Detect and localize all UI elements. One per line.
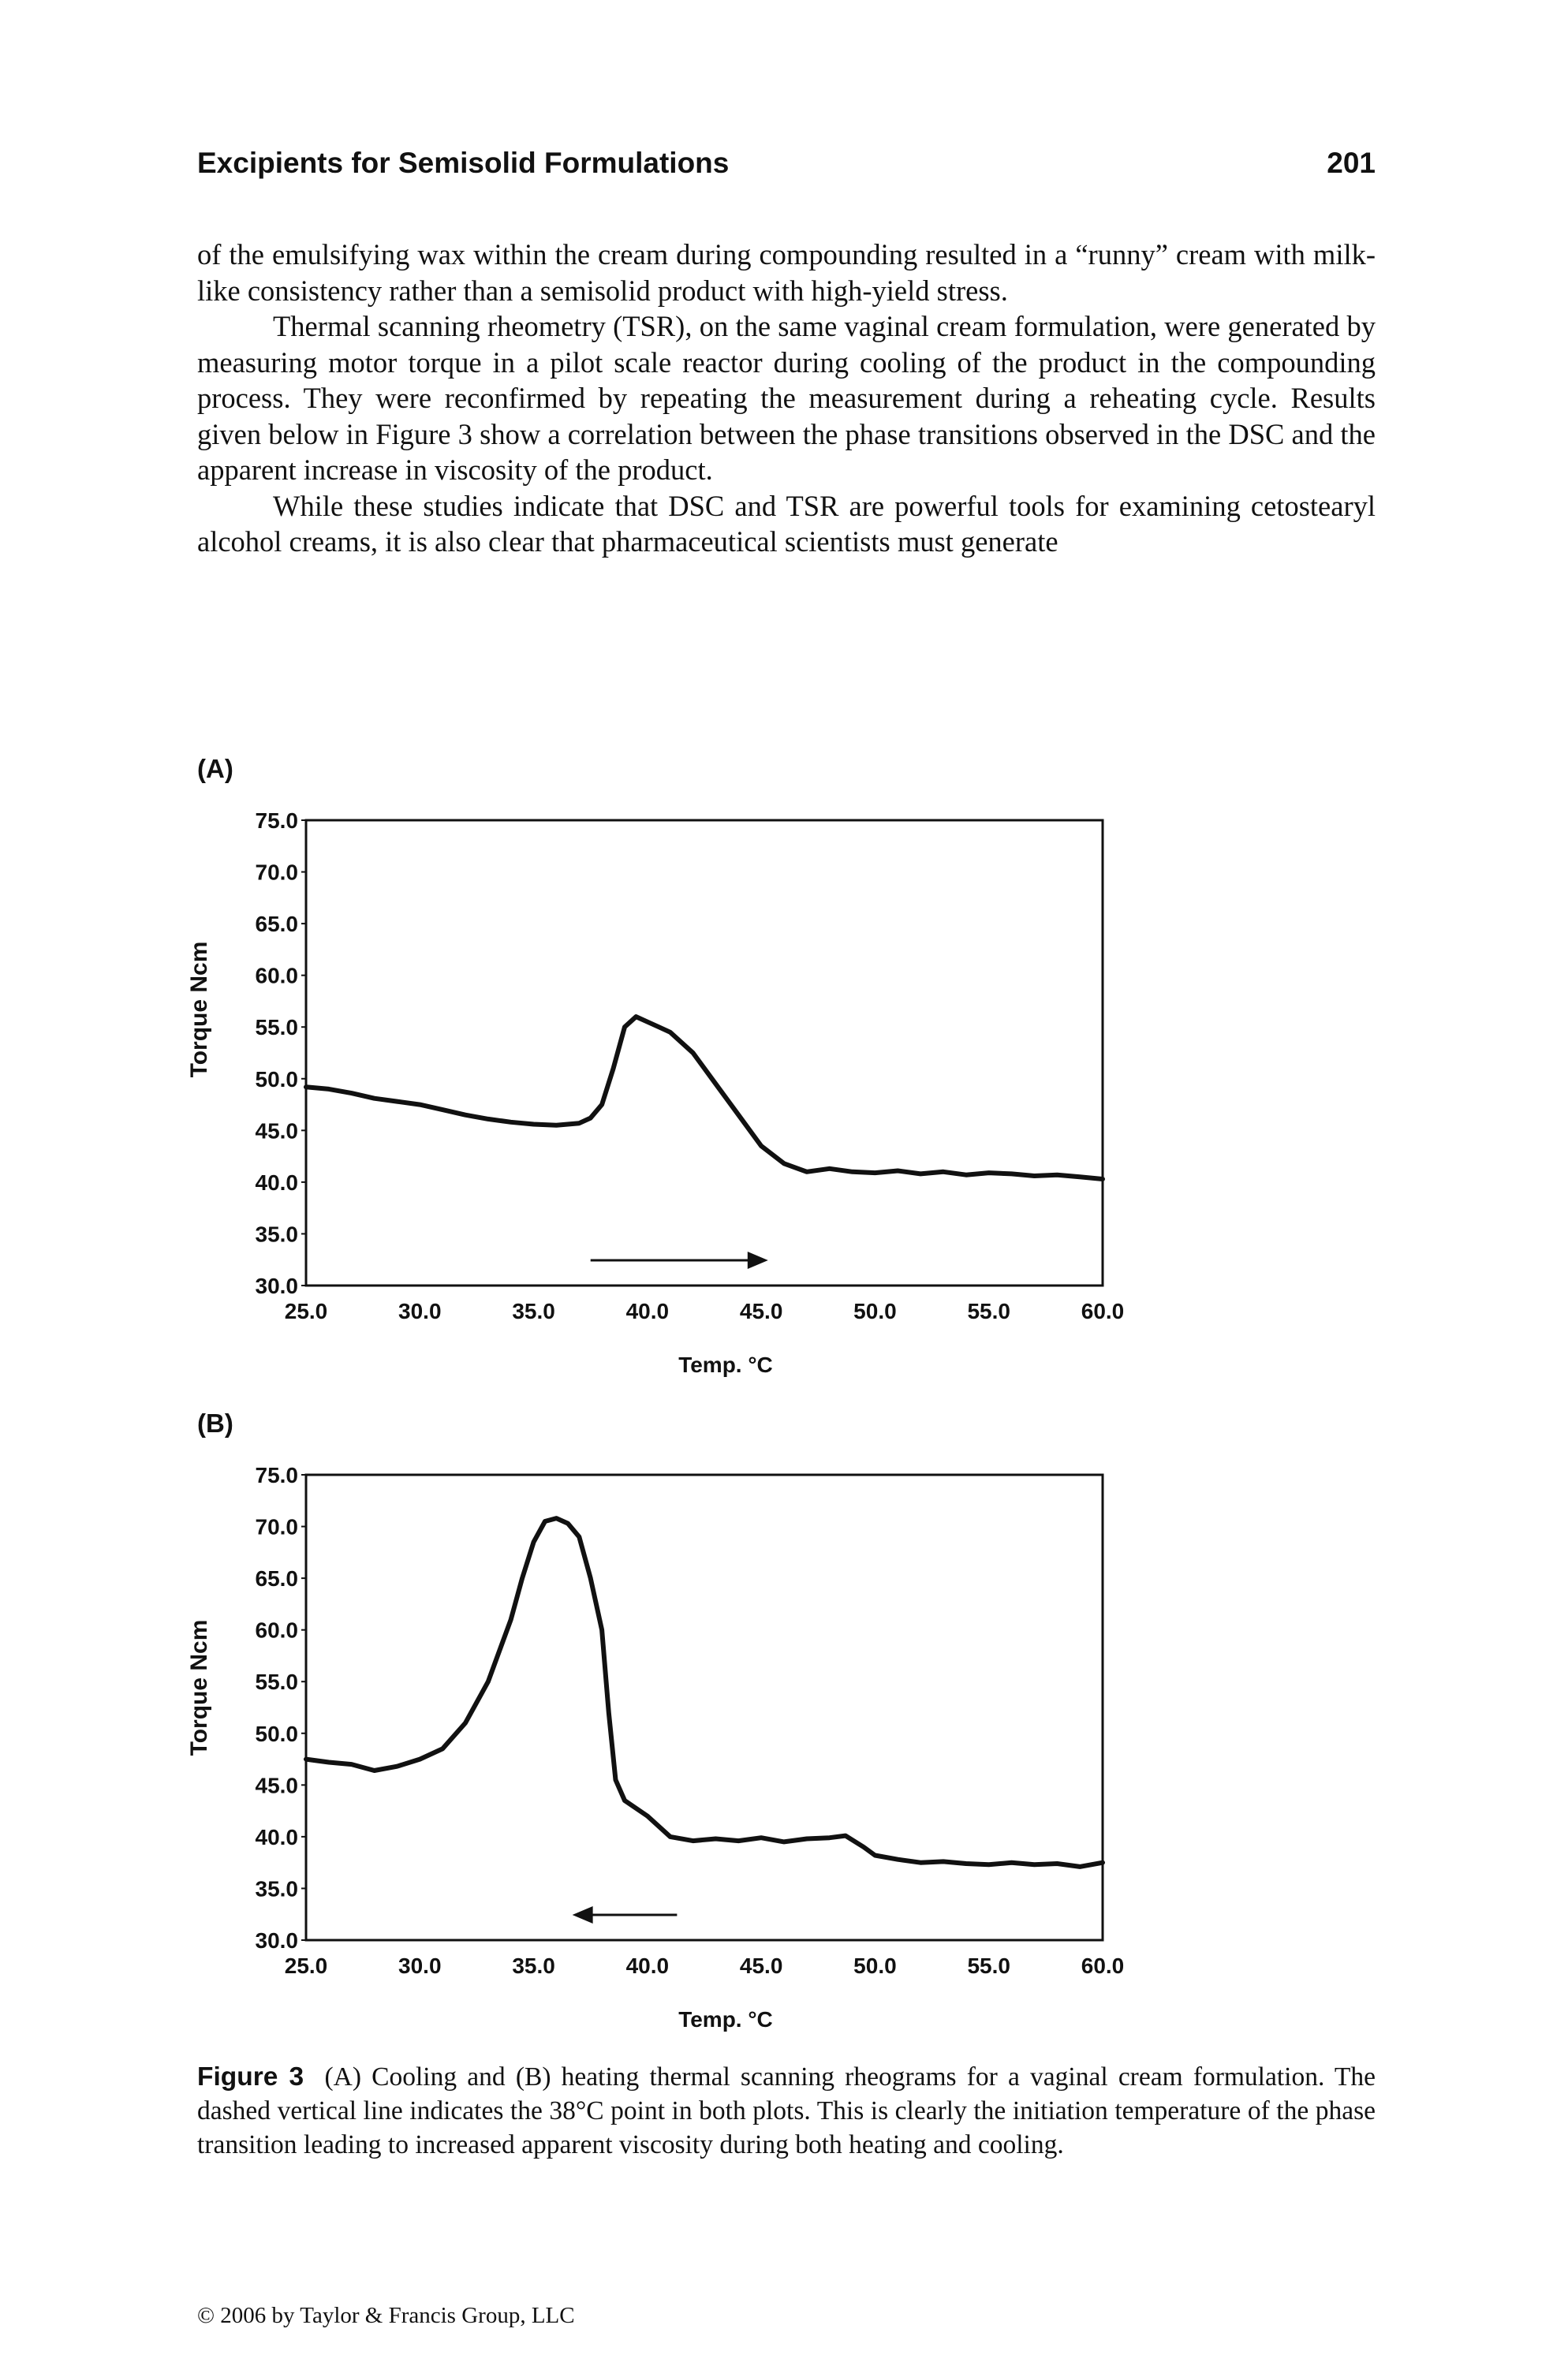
y-tick-label: 45.0 <box>256 1773 299 1797</box>
y-tick-label: 40.0 <box>256 1825 299 1849</box>
running-title: Excipients for Semisolid Formulations <box>197 147 730 179</box>
x-tick-label: 60.0 <box>1081 1954 1125 1978</box>
x-tick-label: 45.0 <box>740 1299 783 1323</box>
x-tick-label: 55.0 <box>967 1299 1010 1323</box>
running-header: Excipients for Semisolid Formulations 20… <box>197 147 1376 194</box>
y-tick-label: 30.0 <box>256 1274 299 1298</box>
y-tick-label: 65.0 <box>256 912 299 936</box>
x-tick-label: 25.0 <box>285 1954 328 1978</box>
x-tick-label: 50.0 <box>853 1299 897 1323</box>
x-tick-label: 40.0 <box>626 1299 670 1323</box>
x-tick-label: 50.0 <box>853 1954 897 1978</box>
figure-caption: Figure 3 (A) Cooling and (B) heating the… <box>197 2060 1376 2162</box>
x-tick-label: 30.0 <box>398 1954 442 1978</box>
x-tick-label: 35.0 <box>512 1954 555 1978</box>
y-tick-label: 60.0 <box>256 964 299 988</box>
x-tick-label: 30.0 <box>398 1299 442 1323</box>
chart-panel-b: Torque Ncm Temp. °C 30.0 35.0 40.0 45.0 50.0… <box>186 1463 1125 2032</box>
y-tick-label: 40.0 <box>256 1170 299 1195</box>
x-axis-label: Temp. °C <box>678 1353 773 1377</box>
arrow-head <box>747 1252 768 1269</box>
plot-frame <box>304 1473 1104 1942</box>
y-tick-label: 50.0 <box>256 1067 299 1092</box>
x-tick-label: 25.0 <box>285 1299 328 1323</box>
y-tick-label: 70.0 <box>256 860 299 885</box>
x-tick-label: 35.0 <box>512 1299 555 1323</box>
y-tick-label: 35.0 <box>256 1876 299 1901</box>
body-text: of the emulsifying wax within the cream … <box>197 237 1376 560</box>
y-tick-label: 70.0 <box>256 1515 299 1539</box>
y-tick-label: 55.0 <box>256 1670 299 1694</box>
copyright-footer: © 2006 by Taylor & Francis Group, LLC <box>197 2303 575 2328</box>
y-tick-label: 30.0 <box>256 1928 299 1953</box>
paragraph: While these studies indicate that DSC an… <box>197 489 1376 558</box>
y-tick-label: 50.0 <box>256 1722 299 1746</box>
series-line <box>304 1516 1105 1869</box>
y-axis-label: Torque Ncm <box>186 1620 212 1756</box>
x-tick-label: 40.0 <box>626 1954 670 1978</box>
page-number: 201 <box>1327 147 1376 179</box>
chart-panel-a: Torque Ncm Temp. °C 30.0 35.0 40.0 45.0 50.0… <box>186 808 1125 1377</box>
y-tick-label: 60.0 <box>256 1618 299 1643</box>
panel-label-a: (A) <box>197 754 233 783</box>
paragraph: of the emulsifying wax within the cream … <box>197 238 1376 307</box>
paragraph: Thermal scanning rheometry (TSR), on the… <box>197 310 1376 486</box>
caption-text: (A) Cooling and (B) heating thermal scan… <box>197 2062 1376 2159</box>
y-tick-label: 75.0 <box>256 808 299 833</box>
panel-label-b: (B) <box>197 1409 233 1438</box>
x-tick-label: 60.0 <box>1081 1299 1125 1323</box>
figure-tag: Figure 3 <box>197 2062 304 2092</box>
arrow-head <box>572 1906 593 1924</box>
x-tick-label: 45.0 <box>740 1954 783 1978</box>
arrow-right-icon <box>590 1252 768 1269</box>
y-axis-label: Torque Ncm <box>186 942 212 1078</box>
series-line <box>304 1014 1105 1181</box>
x-axis-label: Temp. °C <box>678 2007 773 2032</box>
arrow-left-icon <box>572 1906 678 1924</box>
plot-frame <box>304 819 1104 1287</box>
y-tick-label: 65.0 <box>256 1566 299 1591</box>
y-tick-label: 55.0 <box>256 1015 299 1039</box>
x-tick-label: 55.0 <box>967 1954 1010 1978</box>
y-tick-label: 75.0 <box>256 1463 299 1487</box>
y-tick-label: 35.0 <box>256 1222 299 1246</box>
y-tick-label: 45.0 <box>256 1118 299 1143</box>
